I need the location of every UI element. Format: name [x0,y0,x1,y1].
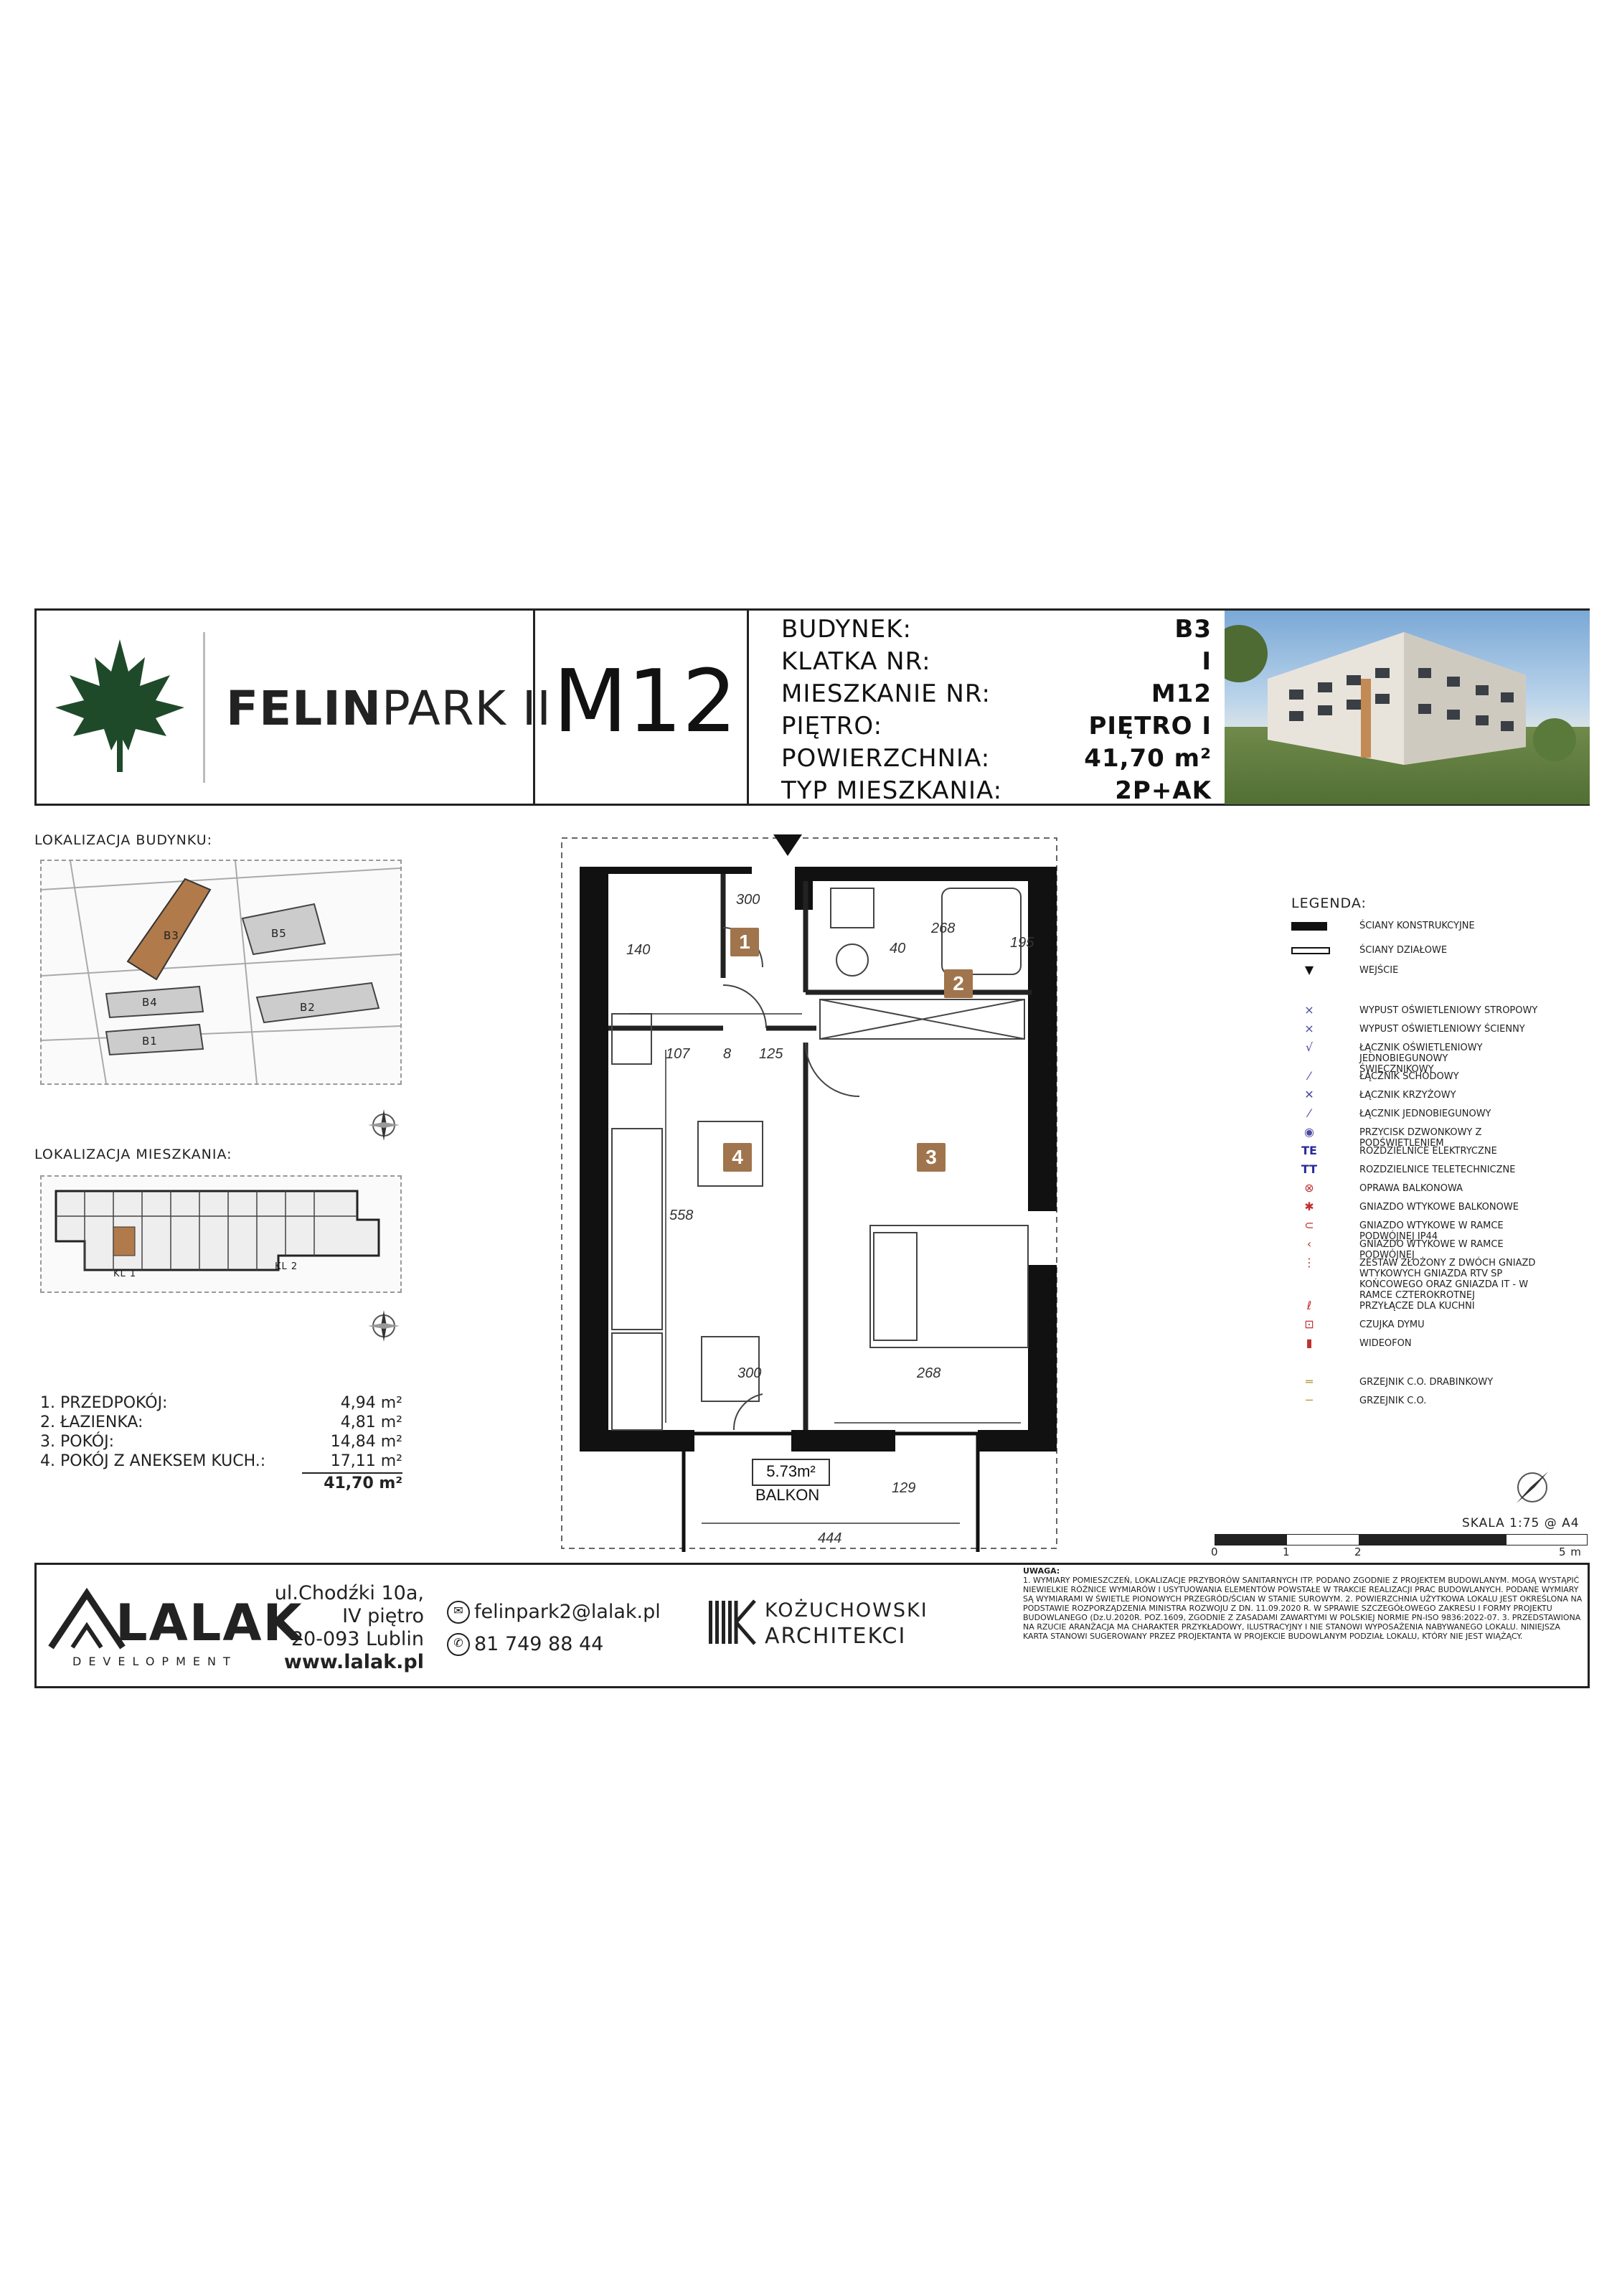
legend-item: ŚCIANY KONSTRUKCYJNE [1291,918,1550,936]
building-label: B2 [300,1001,316,1014]
room-total: 41,70 m² [324,1474,402,1492]
dimension-label: 140 [626,942,651,958]
maple-leaf-icon [55,639,184,772]
room-number-badge: 3 [917,1143,946,1172]
compass-icon [1511,1466,1554,1509]
scale-tick: 0 [1211,1545,1219,1558]
dimension-label: 129 [892,1480,916,1496]
stair-label: KL 1 [113,1269,137,1279]
apartment-location-title: LOKALIZACJA MIESZKANIA: [34,1147,232,1162]
building-site-map: B3 B5 B4 B2 B1 [40,860,402,1085]
architect-name: KOŻUCHOWSKI [765,1599,928,1622]
legend-item: ─GRZEJNIK C.O. [1306,1393,1427,1407]
brand-name: FELINPARK II [226,681,552,736]
apartment-card: FELINPARK II M12 BUDYNEK:B3 KLATKA NR:I … [34,608,1591,1688]
email-icon: ✉ [447,1601,470,1624]
room-number-badge: 4 [723,1143,752,1172]
dimension-label: 558 [669,1208,694,1223]
legend-item: ⁄ŁĄCZNIK JEDNOBIEGUNOWY [1308,1106,1491,1120]
building-photo [1225,611,1590,804]
room-row: 3. POKÓJ:14,84 m² [40,1433,402,1451]
header: FELINPARK II M12 BUDYNEK:B3 KLATKA NR:I … [34,608,1590,806]
header-divider [533,611,535,804]
room-number-badge: 1 [730,928,759,956]
legend-item: √ŁĄCZNIK OŚWIETLENIOWY JEDNOBIEGUNOWY ŚW… [1305,1040,1483,1075]
header-divider [747,611,749,804]
room-row: 4. POKÓJ Z ANEKSEM KUCH.:17,11 m² [40,1452,402,1470]
stair-label: KL 2 [275,1261,298,1272]
dimension-label: 444 [818,1530,842,1546]
architect-logo-icon [709,1599,756,1645]
address: ul.Chodźki 10a, IV piętro 20-093 Lublin … [274,1582,424,1673]
legend-item: ‹GNIAZDO WTYKOWE W RAMCE PODWÓJNEJ [1306,1237,1504,1261]
compass-icon [366,1107,402,1143]
info-row: BUDYNEK:B3 [781,615,1212,644]
phone-icon: ✆ [447,1633,470,1656]
legend-item: ⋮ZESTAW ZŁOŻONY Z DWÓCH GNIAZD WTYKOWYCH… [1303,1256,1536,1301]
legend-item: ✕ŁĄCZNIK KRZYŻOWY [1304,1088,1456,1101]
floor-key-plan: KL 1 KL 2 [40,1175,402,1293]
legend-item: ⊡CZUJKA DYMU [1304,1317,1425,1331]
apartment-info: BUDYNEK:B3 KLATKA NR:I MIESZKANIE NR:M12… [781,615,1212,809]
legend-item: ⁄ŁĄCZNIK SCHODOWY [1308,1069,1459,1083]
legend-item: ═GRZEJNIK C.O. DRABINKOWY [1306,1375,1494,1388]
scale-tick: 5 m [1559,1545,1582,1558]
building-label: B5 [271,927,287,940]
dimension-label: 195 [1010,935,1034,951]
legend-item: ×WYPUST OŚWIETLENIOWY STROPOWY [1304,1003,1538,1017]
info-row: KLATKA NR:I [781,647,1212,676]
info-row: PIĘTRO:PIĘTRO I [781,712,1212,740]
dimension-label: 8 [723,1046,732,1062]
architect-subtitle: ARCHITEKCI [765,1624,907,1649]
building-label: B1 [142,1035,158,1048]
dimension-label: 300 [737,1365,762,1381]
scale-tick: 2 [1354,1545,1362,1558]
notes: UWAGA: 1. WYMIARY POMIESZCZEŃ, LOKALIZAC… [1023,1566,1583,1641]
legend-item: ▮WIDEOFON [1306,1336,1412,1350]
developer-name: LALAK [115,1594,303,1652]
developer-subtitle: DEVELOPMENT [72,1655,237,1668]
scale-label: SKALA 1:75 @ A4 [1462,1516,1580,1530]
room-row: 2. ŁAZIENKA:4,81 m² [40,1413,402,1431]
legend: ŚCIANY KONSTRUKCYJNE ŚCIANY DZIAŁOWE ▼WE… [1291,918,1578,1407]
dimension-label: 125 [759,1046,783,1062]
room-row: 1. PRZEDPOKÓJ:4,94 m² [40,1394,402,1412]
building-label: B3 [164,929,179,942]
scale-tick: 1 [1283,1545,1291,1558]
legend-item: ⊗OPRAWA BALKONOWA [1304,1181,1463,1195]
info-row: MIESZKANIE NR:M12 [781,679,1212,708]
footer: LALAK DEVELOPMENT ul.Chodźki 10a, IV pię… [34,1563,1590,1688]
lalak-logo-icon [48,1587,126,1650]
legend-item: ⊂GNIAZDO WTYKOWE W RAMCE PODWÓJNEJ IP44 [1304,1218,1504,1242]
legend-item: ✱GNIAZDO WTYKOWE BALKONOWE [1304,1200,1519,1213]
legend-item: ▼WEJŚCIE [1304,963,1399,977]
legend-item: ×WYPUST OŚWIETLENIOWY ŚCIENNY [1304,1022,1525,1035]
room-list: 1. PRZEDPOKÓJ:4,94 m² 2. ŁAZIENKA:4,81 m… [40,1394,402,1494]
room-number-badge: 2 [944,969,973,998]
building-label: B4 [142,996,158,1009]
balcony-area: 5.73m² [752,1459,830,1486]
phone-link[interactable]: 81 749 88 44 [474,1633,604,1655]
apartment-code: M12 [553,652,737,752]
logo-divider [203,632,205,783]
dimension-label: 268 [931,921,956,936]
dimension-label: 300 [736,892,760,908]
balcony-label: BALKON [755,1486,820,1504]
scale-bar [1215,1534,1588,1545]
building-location-title: LOKALIZACJA BUDYNKU: [34,832,213,848]
dimension-label: 107 [666,1046,690,1062]
dimension-label: 40 [890,941,906,956]
legend-item: ŚCIANY DZIAŁOWE [1291,943,1550,960]
compass-icon [366,1308,402,1344]
email-link[interactable]: felinpark2@lalak.pl [474,1601,661,1623]
info-row: TYP MIESZKANIA:2P+AK [781,776,1212,805]
dimension-label: 268 [917,1365,941,1381]
legend-title: LEGENDA: [1291,895,1367,911]
floor-plan: 1 2 3 4 300 140 40 268 195 107 8 125 558… [558,834,1082,1558]
legend-item: ◉PRZYCISK DZWONKOWY Z PODŚWIETLENIEM [1304,1125,1482,1149]
info-row: POWIERZCHNIA:41,70 m² [781,744,1212,773]
